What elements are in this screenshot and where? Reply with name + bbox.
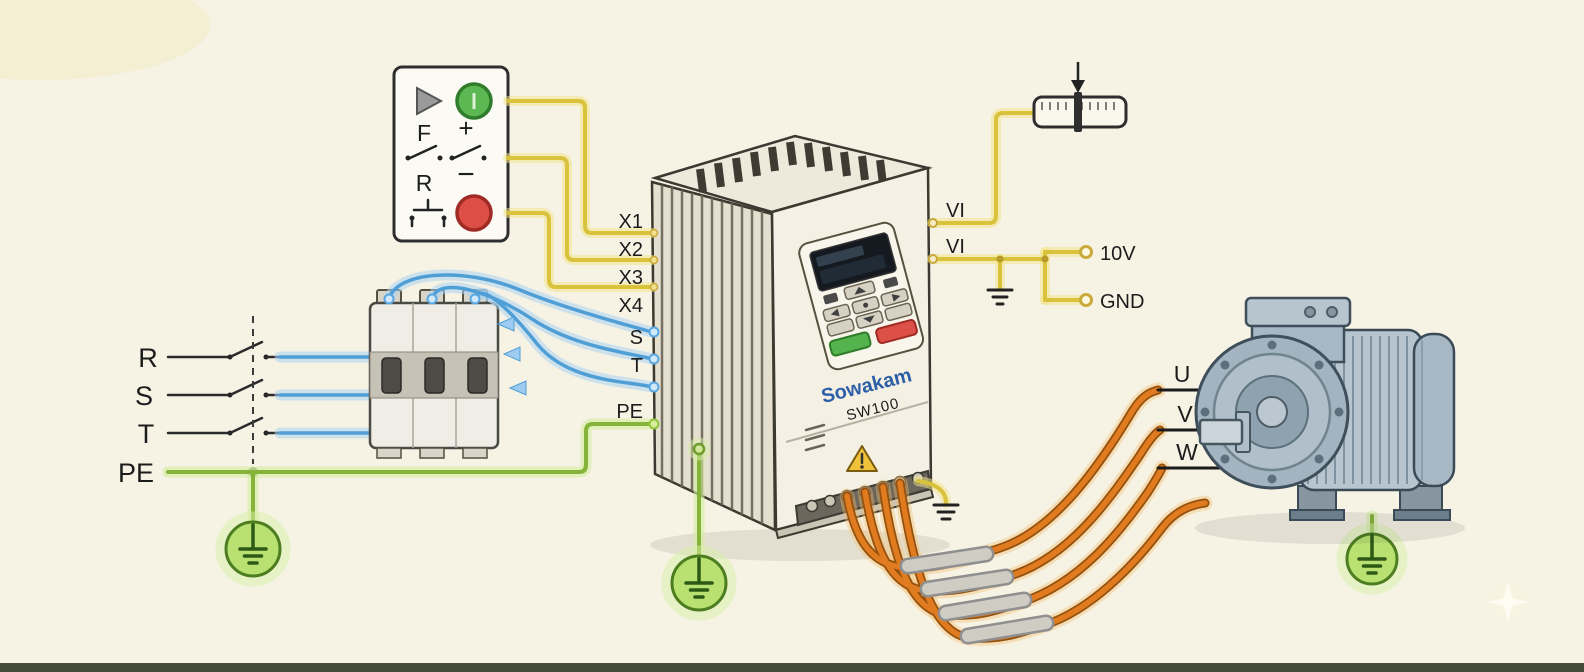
label-gnd: GND	[1100, 291, 1144, 313]
play-icon	[416, 86, 444, 116]
motor-cables	[839, 382, 1213, 646]
breaker-toggle	[467, 357, 488, 394]
stop-key	[875, 319, 918, 345]
motor-shaft	[1198, 411, 1251, 453]
ground-symbol-right	[1336, 523, 1408, 595]
motor-terminal-label-w: W	[1176, 439, 1198, 465]
analog-terminals: VI VI 10V GND	[928, 200, 1144, 313]
up-arrow-icon	[854, 286, 867, 295]
terminal-gnd	[1079, 293, 1093, 307]
supply-lines: R S T PE	[118, 316, 376, 488]
pe-screw	[692, 442, 706, 456]
panel-label-forward: F	[417, 120, 431, 146]
ground-symbol-left	[215, 511, 291, 587]
breaker-toggle	[424, 357, 445, 394]
panel-label-plus: +	[458, 113, 473, 143]
supply-label-pe: PE	[118, 458, 154, 488]
drive-left-face	[650, 180, 777, 532]
down-arrow-icon	[862, 315, 875, 323]
supply-glow-core	[278, 355, 372, 435]
earth-wires	[162, 418, 1378, 562]
motor-leads	[1156, 388, 1230, 470]
panel-label-minus: −	[457, 158, 475, 191]
pe-screw-glow	[687, 437, 711, 461]
cable-sleeves	[899, 545, 1055, 645]
vent-slots	[696, 141, 887, 193]
flow-arrow-icon	[508, 380, 527, 396]
slider-handle	[1074, 92, 1082, 132]
keypad	[798, 221, 925, 371]
potentiometer	[1032, 62, 1128, 132]
key-button	[826, 318, 855, 337]
sparkle-icon	[1488, 582, 1528, 622]
terminal-label-x4: X4	[619, 295, 643, 317]
motor-endcap	[1412, 332, 1456, 488]
control-panel: F + R −	[392, 65, 510, 243]
motor-terminal-label-u: U	[1174, 361, 1191, 387]
right-arrow-icon	[891, 294, 901, 302]
heatsink-fins	[660, 185, 764, 524]
flow-arrow-icon	[502, 346, 521, 362]
vfd-drive: Sowakam SW100	[650, 134, 950, 561]
circuit-breaker	[368, 289, 500, 459]
footer-bar	[0, 663, 1584, 672]
warning-icon	[846, 445, 878, 472]
terminal-label-x1: X1	[619, 211, 643, 233]
control-wires	[503, 96, 1085, 508]
stop-button	[455, 194, 493, 232]
supply-label-t: T	[138, 419, 155, 449]
pushbutton-icon	[409, 198, 447, 228]
label-10v: 10V	[1100, 243, 1136, 265]
power-feed-wires	[383, 269, 658, 396]
terminal-label-pe: PE	[616, 401, 643, 423]
ground-symbol-small-drive	[932, 503, 960, 521]
supply-label-r: R	[138, 343, 158, 373]
terminal-label-x3: X3	[619, 267, 643, 289]
motor	[1194, 296, 1465, 544]
flow-arrow-icon	[496, 316, 515, 332]
wire-junction-dot	[996, 255, 1004, 263]
control-core	[506, 99, 1082, 505]
motor-terminal-label-v: V	[1177, 401, 1193, 427]
breaker-toggle	[381, 357, 402, 394]
panel-label-reverse: R	[416, 170, 433, 196]
terminal-label-x2: X2	[619, 239, 643, 261]
drive-terminal-labels: X1 X2 X3 X4 S T PE	[616, 211, 660, 430]
vi-label-1: VI	[946, 200, 965, 222]
motor-terminal-labels: U V W	[1174, 361, 1198, 465]
ground-symbol-small-analog	[986, 288, 1014, 306]
front-markings	[804, 423, 826, 452]
feed-core	[387, 273, 654, 389]
terminal-label-s: S	[630, 327, 643, 349]
wire-junction-dot	[1041, 255, 1049, 263]
switch-icon-reverse	[449, 144, 487, 161]
arrow-down-icon	[1071, 62, 1085, 93]
switch-icon-forward	[405, 144, 443, 161]
terminal-label-t: T	[631, 355, 643, 377]
run-key	[828, 331, 872, 357]
vi-label-2: VI	[946, 236, 965, 258]
key-button	[884, 302, 913, 322]
supply-label-s: S	[135, 381, 153, 411]
left-arrow-icon	[830, 308, 840, 317]
terminal-10v	[1079, 245, 1093, 259]
ground-symbol-center	[661, 545, 737, 621]
motor-face	[1194, 334, 1350, 490]
